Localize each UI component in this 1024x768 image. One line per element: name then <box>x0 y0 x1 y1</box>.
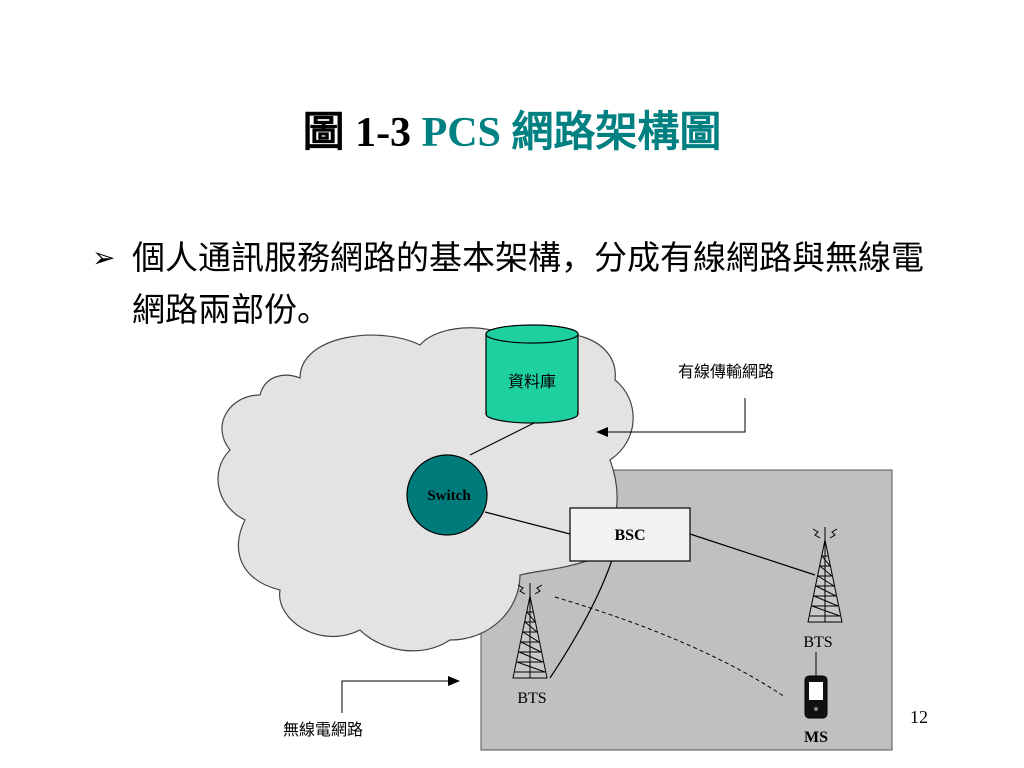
radio-link-ms <box>554 596 786 698</box>
bullet-arrow-icon: ➢ <box>92 241 116 274</box>
wireless-network-arrow <box>341 680 450 713</box>
bts-right-tower-icon <box>807 527 843 623</box>
wired-network-label: 有線傳輸網路 <box>678 362 774 381</box>
wired-network-arrow <box>606 398 746 433</box>
title-prefix: 圖 1-3 <box>302 110 412 156</box>
wireless-arrowhead-icon <box>448 676 460 686</box>
switch-node <box>406 454 488 536</box>
switch-label: Switch <box>427 488 471 504</box>
wired-arrowhead-icon <box>596 427 608 437</box>
bullet-point: ➢ 個人通訊服務網路的基本架構，分成有線網路與無線電網路兩部份。 <box>92 232 952 336</box>
bts-left-tower-icon <box>512 583 548 679</box>
bsc-node <box>569 507 691 562</box>
link-switch-database <box>469 419 541 456</box>
link-switch-bsc <box>484 511 571 535</box>
database-icon <box>485 324 579 424</box>
link-bsc-bts-left <box>549 559 613 679</box>
bsc-label: BSC <box>614 527 645 544</box>
bts-left-label: BTS <box>517 690 546 707</box>
mobile-station-icon <box>804 675 828 719</box>
database-label: 資料庫 <box>508 372 556 391</box>
wireless-network-label: 無線電網路 <box>283 720 363 739</box>
title-main: PCS 網路架構圖 <box>421 110 722 156</box>
bts-right-label: BTS <box>803 634 832 651</box>
link-bsc-bts-right <box>689 533 816 576</box>
bullet-text: 個人通訊服務網路的基本架構，分成有線網路與無線電網路兩部份。 <box>132 238 924 329</box>
page-number: 12 <box>910 707 928 727</box>
ms-label: MS <box>804 729 828 746</box>
slide-title: 圖 1-3 PCS 網路架構圖 <box>0 98 1024 159</box>
